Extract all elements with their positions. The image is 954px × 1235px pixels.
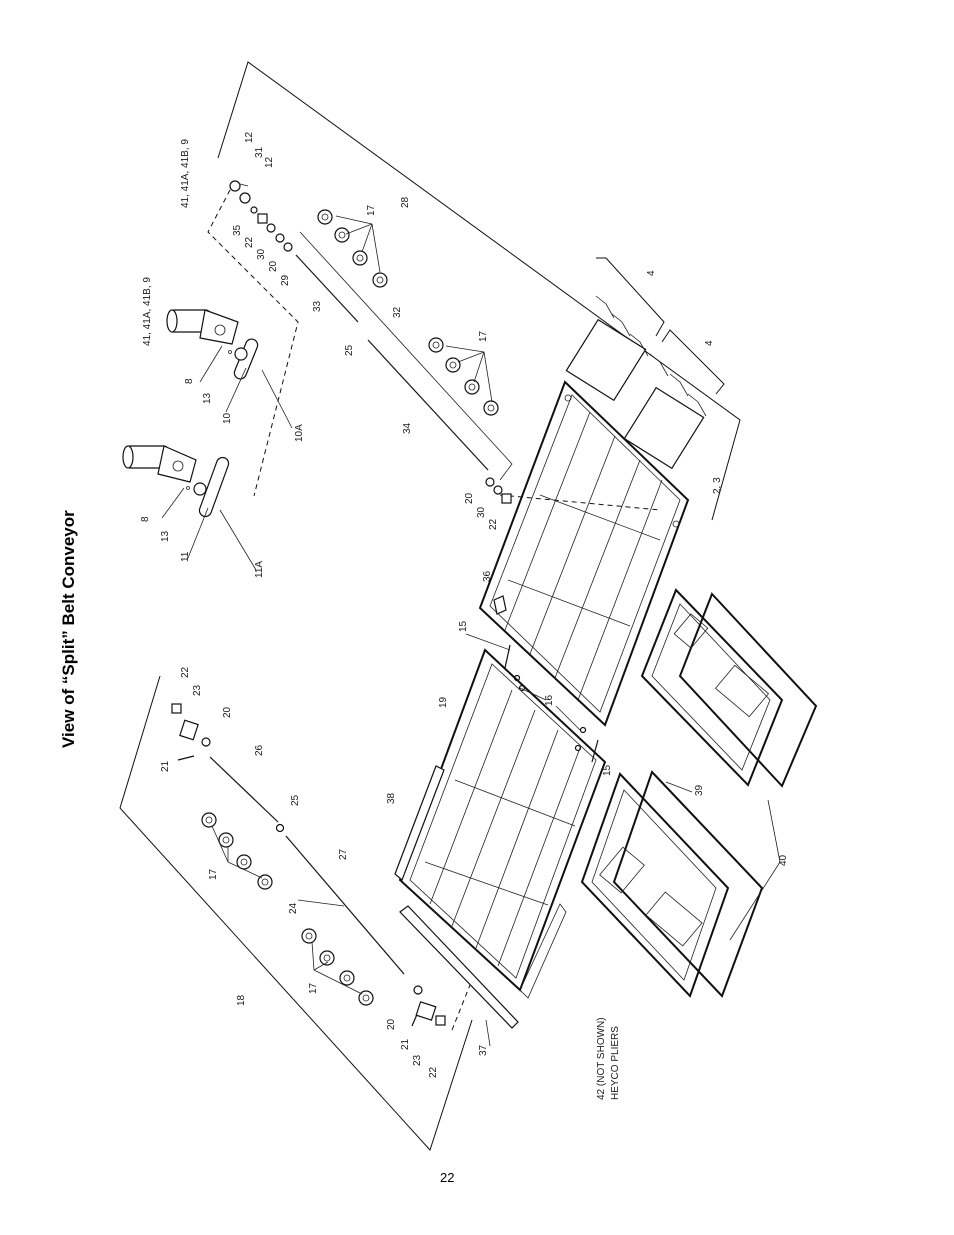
label-21-left-top: 21 <box>160 760 171 772</box>
hardware-right-mid <box>485 477 512 504</box>
label-20-top: 20 <box>268 260 279 272</box>
label-13-upper: 13 <box>202 392 213 404</box>
label-20-left-top: 20 <box>222 706 233 718</box>
note-line-2: HEYCO PLIERS <box>610 1026 621 1100</box>
label-25-top: 25 <box>344 344 355 356</box>
label-17-r2: 17 <box>478 330 489 342</box>
shaft-bracket-right <box>299 231 513 481</box>
label-34: 34 <box>402 422 413 434</box>
callout-labels: 12 31 12 35 22 30 20 29 41, 41A, 41B, 9 … <box>140 131 789 1078</box>
label-27: 27 <box>338 848 349 860</box>
label-12a: 12 <box>244 131 255 143</box>
note-line-1: 42 (NOT SHOWN) <box>596 1017 607 1100</box>
label-21-left-bottom: 21 <box>400 1038 411 1050</box>
sprockets-17-left-upper <box>201 812 273 890</box>
label-41-lower: 41, 41A, 41B, 9 <box>142 277 153 346</box>
rail-38 <box>394 765 445 882</box>
label-17-l2: 17 <box>308 982 319 994</box>
label-39: 39 <box>694 784 705 796</box>
conveyor-frame-right <box>478 380 690 727</box>
label-40: 40 <box>778 854 789 866</box>
label-17-r1: 17 <box>366 204 377 216</box>
shaft-27 <box>285 835 405 975</box>
label-19: 19 <box>438 696 449 708</box>
label-28: 28 <box>400 196 411 208</box>
label-10: 10 <box>222 412 233 424</box>
sprockets-17-upper <box>317 209 388 288</box>
label-15-lower: 15 <box>602 764 613 776</box>
sprockets-17-lower <box>428 337 499 416</box>
label-4a: 4 <box>646 270 657 276</box>
shaft-26 <box>209 756 279 823</box>
label-38: 38 <box>386 792 397 804</box>
label-31: 31 <box>254 146 265 158</box>
label-10a: 10A <box>294 424 305 442</box>
label-23-left-bottom: 23 <box>412 1054 423 1066</box>
label-8-lower: 8 <box>140 516 151 522</box>
rail-side <box>519 903 567 999</box>
chain-10 <box>228 338 259 380</box>
label-30-right: 30 <box>476 506 487 518</box>
label-4b: 4 <box>704 340 715 346</box>
hardware-stack-top <box>229 180 293 252</box>
label-26: 26 <box>254 744 265 756</box>
label-25-left: 25 <box>290 794 301 806</box>
alignment-dash-2 <box>499 494 661 511</box>
label-11a: 11A <box>254 561 265 578</box>
bracket-36 <box>493 595 507 615</box>
label-33: 33 <box>312 300 323 312</box>
bracket-4a <box>596 257 665 337</box>
page-number: 22 <box>440 1170 454 1185</box>
leader-lines <box>161 183 781 1047</box>
label-41-upper: 41, 41A, 41B, 9 <box>180 139 191 208</box>
rail-37 <box>399 905 519 1029</box>
label-20-left-bottom: 20 <box>386 1018 397 1030</box>
shaft-33 <box>295 254 359 323</box>
label-13-lower: 13 <box>160 530 171 542</box>
panels-39-40-upper <box>640 588 818 788</box>
label-23-left-top: 23 <box>192 684 203 696</box>
panels-39-40-lower <box>580 770 764 998</box>
label-37: 37 <box>478 1044 489 1056</box>
label-22-top: 22 <box>244 236 255 248</box>
label-32: 32 <box>392 306 403 318</box>
label-17-l1: 17 <box>208 868 219 880</box>
sprockets-17-left-lower <box>301 928 374 1006</box>
label-22-right: 22 <box>488 518 499 530</box>
bracket-28 <box>217 61 741 521</box>
alignment-dash-1 <box>207 189 299 497</box>
bracket-4b <box>661 329 725 395</box>
belt-links <box>565 295 707 470</box>
chain-11 <box>186 456 230 518</box>
label-8-upper: 8 <box>184 378 195 384</box>
label-29: 29 <box>280 274 291 286</box>
label-11: 11 <box>180 551 191 562</box>
motor-upper <box>166 309 239 345</box>
hardware-left-top <box>171 703 285 833</box>
hardware-left-bottom <box>411 985 446 1027</box>
label-22-left-top: 22 <box>180 666 191 678</box>
label-36: 36 <box>482 570 493 582</box>
label-2-3: 2, 3 <box>712 477 723 494</box>
label-12b: 12 <box>264 156 275 168</box>
page-title: View of “Split” Belt Conveyor <box>59 510 78 748</box>
label-22-left-bottom: 22 <box>428 1066 439 1078</box>
label-35: 35 <box>232 224 243 236</box>
label-24: 24 <box>288 902 299 914</box>
label-16: 16 <box>544 694 555 706</box>
motor-lower <box>122 445 197 483</box>
alignment-dash-3 <box>451 984 471 1031</box>
label-20-right: 20 <box>464 492 475 504</box>
label-18: 18 <box>236 994 247 1006</box>
bracket-18 <box>119 675 473 1151</box>
label-15-upper: 15 <box>458 620 469 632</box>
shaft-32 <box>367 339 489 471</box>
label-30-top: 30 <box>256 248 267 260</box>
